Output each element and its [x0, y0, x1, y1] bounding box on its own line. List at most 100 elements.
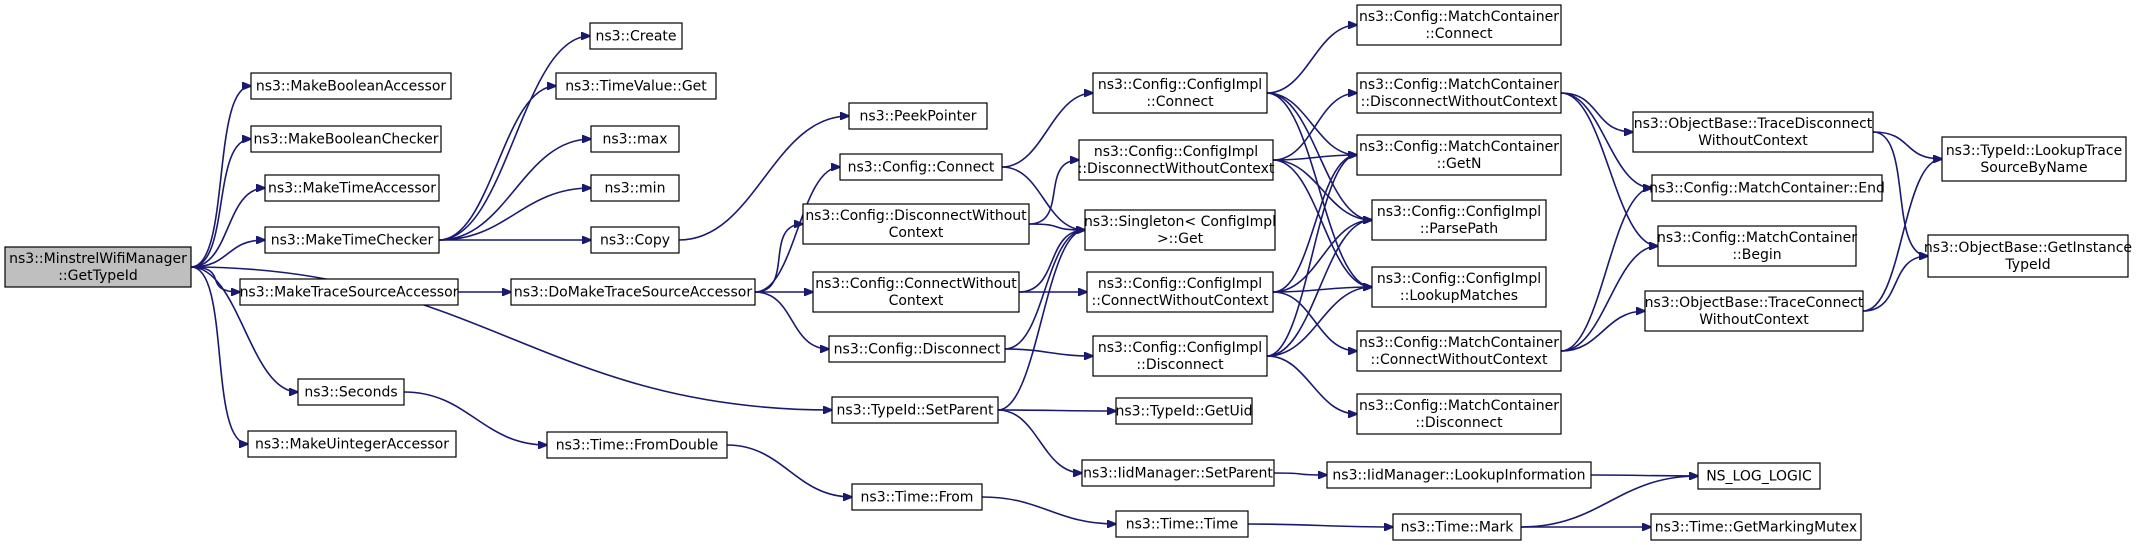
node-label: Context [889, 225, 944, 241]
node-box [1371, 266, 1547, 308]
node-ns3-singleton-configimpl-get[interactable]: ns3::Singleton< ConfigImpl>::Get [1084, 209, 1276, 251]
node-box [812, 271, 1020, 313]
node-ns3-min[interactable]: ns3::min [590, 174, 680, 202]
node-box [546, 431, 728, 459]
node-ns3-config-matchcontainer-connect[interactable]: ns3::Config::MatchContainer::Connect [1356, 4, 1562, 46]
node-ns3-config-matchcontainer-begin[interactable]: ns3::Config::MatchContainer::Begin [1657, 225, 1857, 267]
node-ns3-config-matchcontainer-disconnect[interactable]: ns3::Config::MatchContainer::Disconnect [1356, 393, 1562, 435]
node-label: ns3::Seconds [304, 385, 397, 401]
node-ns3-copy[interactable]: ns3::Copy [590, 226, 680, 254]
edge-cicwc-to-cilm [1272, 287, 1372, 293]
node-ns3-config-disconnect[interactable]: ns3::Config::Disconnect [828, 335, 1006, 363]
node-box [590, 174, 680, 202]
node-ns3-objectbase-tracedisconnect-withoutcontext[interactable]: ns3::ObjectBase::TraceDisconnectWithoutC… [1632, 111, 1874, 153]
node-label: ::GetTypeId [58, 268, 138, 284]
node-ns3-maketimeaccessor[interactable]: ns3::MakeTimeAccessor [264, 174, 440, 202]
node-ns3-time-time[interactable]: ns3::Time::Time [1115, 510, 1249, 538]
node-label: ns3::TypeId::SetParent [837, 403, 994, 419]
edge-imsp-to-imli [1273, 473, 1327, 475]
edge-mtc-to-max [438, 139, 591, 241]
edge-cicwc-to-mcgn [1272, 155, 1357, 293]
node-ns3-time-fromdouble[interactable]: ns3::Time::FromDouble [546, 431, 728, 459]
node-ns3-makebooleanaccessor[interactable]: ns3::MakeBooleanAccessor [250, 72, 452, 100]
edge-dmtsa-to-cdisc [754, 291, 829, 349]
node-label: ::Begin [1732, 247, 1781, 263]
node-label: ns3::MakeUintegerAccessor [255, 437, 449, 453]
node-ns3-maketracesourceaccessor[interactable]: ns3::MakeTraceSourceAccessor [239, 278, 459, 306]
node-box [1644, 290, 1864, 332]
edge-ccwc-to-sing [1018, 230, 1085, 293]
node-ns3-config-connectwithout-context[interactable]: ns3::Config::ConnectWithoutContext [812, 271, 1020, 313]
node-ns3-objectbase-traceconnect-withoutcontext[interactable]: ns3::ObjectBase::TraceConnectWithoutCont… [1644, 290, 1864, 332]
node-box [1356, 134, 1562, 176]
node-ns3-config-connect[interactable]: ns3::Config::Connect [839, 153, 1003, 181]
edge-obtcwc-to-tilt [1862, 159, 1942, 312]
edge-root-to-mbc [190, 139, 251, 268]
node-label: ns3::Create [595, 29, 676, 45]
node-ns3-minstrelwifimanager-gettypeid[interactable]: ns3::MinstrelWifiManager::GetTypeId [4, 246, 192, 288]
node-label: ns3::Copy [600, 233, 670, 249]
node-ns3-typeid-getuid[interactable]: ns3::TypeId::GetUid [1115, 397, 1253, 425]
node-ns3-config-configimpl-connectwithoutcontext[interactable]: ns3::Config::ConfigImpl::ConnectWithoutC… [1086, 271, 1274, 313]
node-ns3-domaketracesourceaccessor[interactable]: ns3::DoMakeTraceSourceAccessor [510, 278, 756, 306]
node-ns3-config-configimpl-disconnect[interactable]: ns3::Config::ConfigImpl::Disconnect [1092, 335, 1268, 377]
edge-mccwc-to-mcend [1560, 188, 1652, 352]
node-ns-log-logic[interactable]: NS_LOG_LOGIC [1697, 462, 1821, 490]
edge-obtdwc-to-obgit [1872, 131, 1928, 256]
node-box [264, 174, 440, 202]
node-box [1371, 199, 1547, 241]
node-box [1326, 461, 1592, 489]
node-ns3-typeid-setparent[interactable]: ns3::TypeId::SetParent [831, 396, 999, 424]
node-ns3-time-getmarkingmutex[interactable]: ns3::Time::GetMarkingMutex [1650, 513, 1862, 541]
edge-root-to-mtc [190, 240, 265, 268]
node-ns3-time-mark[interactable]: ns3::Time::Mark [1392, 513, 1522, 541]
node-ns3-time-from[interactable]: ns3::Time::From [851, 483, 983, 511]
node-ns3-max[interactable]: ns3::max [590, 125, 680, 153]
edge-cid-to-mcgn [1266, 155, 1357, 357]
edge-root-to-tsp [190, 266, 832, 410]
edge-root-to-sec [190, 266, 298, 392]
node-box [589, 22, 683, 50]
edge-cidwc-to-cilm [1272, 159, 1372, 287]
node-ns3-makebooleanchecker[interactable]: ns3::MakeBooleanChecker [250, 125, 442, 153]
node-label: ::Connect [1146, 94, 1214, 110]
node-box [1115, 510, 1249, 538]
edge-dmtsa-to-cdwc [754, 224, 803, 293]
node-ns3-config-matchcontainer-end[interactable]: ns3::Config::MatchContainer::End [1649, 174, 1885, 202]
node-ns3-makeuintegeraccessor[interactable]: ns3::MakeUintegerAccessor [247, 430, 457, 458]
node-ns3-config-configimpl-parsepath[interactable]: ns3::Config::ConfigImpl::ParsePath [1371, 199, 1547, 241]
node-label: NS_LOG_LOGIC [1706, 469, 1812, 485]
node-box [1356, 330, 1562, 372]
edge-cic-to-mcc [1266, 25, 1357, 94]
node-ns3-timevalue-get[interactable]: ns3::TimeValue::Get [555, 72, 717, 100]
node-ns3-config-configimpl-lookupmatches[interactable]: ns3::Config::ConfigImpl::LookupMatches [1371, 266, 1547, 308]
node-label: ns3::Config::MatchContainer [1359, 77, 1559, 93]
node-ns3-peekpointer[interactable]: ns3::PeekPointer [848, 102, 988, 130]
edge-mccwc-to-obtcwc [1560, 311, 1645, 352]
node-label: ns3::Config::DisconnectWithout [805, 208, 1027, 224]
node-ns3-config-configimpl-disconnectwithoutcontext[interactable]: ns3::Config::ConfigImpl::DisconnectWitho… [1078, 139, 1275, 181]
node-ns3-config-disconnectwithout-context[interactable]: ns3::Config::DisconnectWithoutContext [802, 203, 1030, 245]
node-label: ns3::ObjectBase::TraceConnect [1645, 295, 1864, 311]
node-ns3-create[interactable]: ns3::Create [589, 22, 683, 50]
node-box [831, 396, 999, 424]
node-box [1081, 459, 1275, 487]
node-ns3-config-matchcontainer-connectwithoutcontext[interactable]: ns3::Config::MatchContainer::ConnectWith… [1356, 330, 1562, 372]
node-label: ns3::MakeTimeAccessor [268, 181, 436, 197]
node-ns3-iidmanager-setparent[interactable]: ns3::IidManager::SetParent [1081, 459, 1275, 487]
node-ns3-maketimechecker[interactable]: ns3::MakeTimeChecker [264, 226, 440, 254]
edge-mcdwc-to-mcend [1560, 92, 1652, 188]
node-label: ns3::Config::MatchContainer [1359, 9, 1559, 25]
node-ns3-config-matchcontainer-disconnectwithoutcontext[interactable]: ns3::Config::MatchContainer::DisconnectW… [1356, 72, 1562, 114]
node-label: ns3::max [602, 132, 667, 148]
node-label: Context [889, 293, 944, 309]
node-ns3-config-configimpl-connect[interactable]: ns3::Config::ConfigImpl::Connect [1092, 72, 1268, 114]
node-ns3-seconds[interactable]: ns3::Seconds [297, 378, 405, 406]
node-ns3-config-matchcontainer-getn[interactable]: ns3::Config::MatchContainer::GetN [1356, 134, 1562, 176]
node-ns3-iidmanager-lookupinformation[interactable]: ns3::IidManager::LookupInformation [1326, 461, 1592, 489]
node-label: ns3::Config::ConfigImpl [1094, 144, 1258, 160]
edge-cdisc-to-cid [1004, 348, 1093, 356]
node-label: ns3::TypeId::LookupTrace [1946, 143, 2122, 159]
